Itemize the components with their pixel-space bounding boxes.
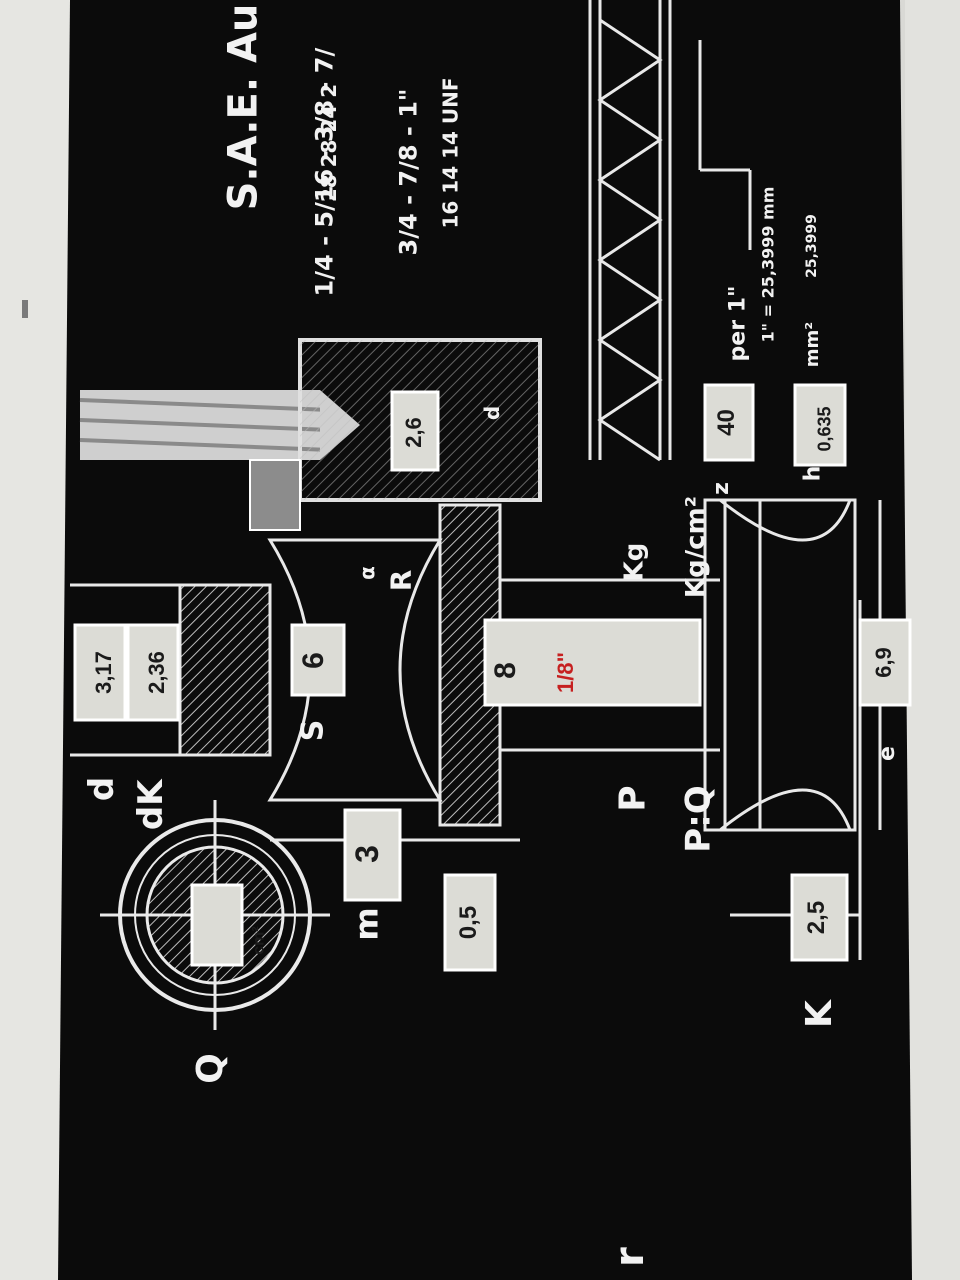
d-value: 3,17 xyxy=(91,651,116,694)
label-kgcm2: Kg/cm² xyxy=(681,496,711,598)
inch-mm-label: 1" = 25,3999 mm xyxy=(758,187,777,343)
label-q: Q xyxy=(190,1053,231,1084)
e-value: 6,9 xyxy=(871,647,896,678)
label-kg: Kg xyxy=(619,543,649,582)
label-h: h xyxy=(800,466,825,482)
label-e: e xyxy=(875,746,900,761)
sae-header: S.A.E. Au 1/4 - 5/16 - 3/8 - 7/ 28 28 24… xyxy=(220,4,462,297)
edge-letter: r xyxy=(607,1247,653,1267)
label-z: z xyxy=(709,482,734,495)
truss-graphic xyxy=(588,0,752,462)
m-value: 3 xyxy=(349,845,385,863)
label-dk: dK xyxy=(131,778,171,830)
label-d: d xyxy=(82,777,122,801)
k-value: 2,5 xyxy=(803,901,830,934)
z-value: 40 xyxy=(713,409,740,436)
window-drill[interactable]: 2,6 xyxy=(390,390,440,472)
window-gap[interactable]: 0,5 xyxy=(443,873,497,972)
mm2-fraction: 25,3999 xyxy=(804,214,820,278)
window-d[interactable]: 3,17 xyxy=(73,623,127,722)
sae-title: S.A.E. Au xyxy=(220,4,266,211)
window-m[interactable]: 3 xyxy=(343,808,402,902)
window-h[interactable]: 0,635 xyxy=(793,383,847,467)
window-e[interactable]: 6,9 xyxy=(858,618,912,707)
beam-diagram xyxy=(703,498,882,960)
label-pq: P:Q xyxy=(679,785,719,852)
window-dk[interactable]: 2,36 xyxy=(126,623,180,722)
sae-row1-sizes: 1/4 - 5/16 - 3/8 - 7/ xyxy=(310,48,338,297)
sae-row2-tpi: 16 14 14 UNF xyxy=(439,77,463,228)
p-value: 8 xyxy=(489,662,522,679)
window-p[interactable]: 8 1/8" xyxy=(483,618,702,707)
label-s: S xyxy=(295,720,330,742)
sae-row1-tpi: 28 28 24 2 xyxy=(317,84,341,202)
bolt-drawing xyxy=(70,503,720,842)
label-p: P xyxy=(613,785,654,811)
cm2-label: cm² xyxy=(251,926,268,954)
window-s[interactable]: 6 xyxy=(290,623,346,697)
p-fraction: 1/8" xyxy=(553,652,578,693)
label-k: K xyxy=(799,999,840,1028)
label-r: R xyxy=(384,570,417,592)
window-k[interactable]: 2,5 xyxy=(790,873,849,962)
drill-value: 2,6 xyxy=(401,417,426,448)
sae-row2-sizes: 3/4 - 7/8 - 1" xyxy=(394,89,422,256)
window-q[interactable]: cm² xyxy=(190,883,268,967)
window-z[interactable]: 40 xyxy=(703,383,755,462)
label-m: m xyxy=(348,907,386,940)
gap-value: 0,5 xyxy=(455,906,482,939)
label-alpha: α xyxy=(355,566,379,580)
dk-value: 2,36 xyxy=(144,651,169,694)
mm2-unit: mm² xyxy=(802,322,823,367)
per-inch-label: per 1" xyxy=(725,286,750,362)
h-value: 0,635 xyxy=(815,406,835,451)
label-d-small: d xyxy=(480,406,504,420)
s-value: 6 xyxy=(297,652,330,669)
